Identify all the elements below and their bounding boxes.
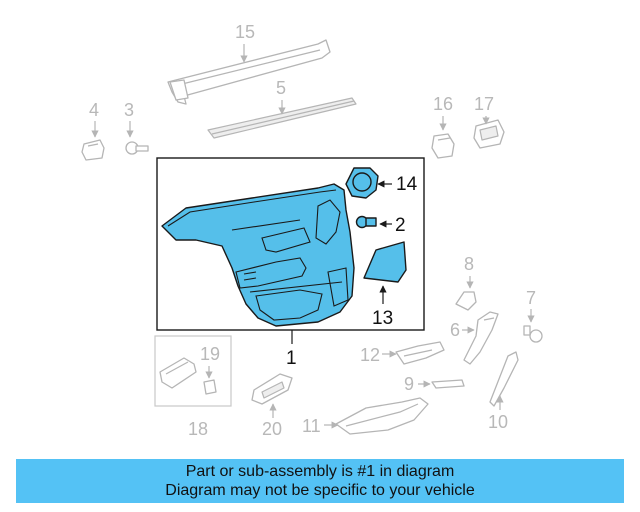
callout-8: 8	[464, 254, 474, 274]
callout-9: 9	[404, 374, 414, 394]
callout-15: 15	[235, 22, 255, 42]
callout-18: 18	[188, 419, 208, 439]
part-7-screw: 7	[523, 288, 543, 343]
callout-3: 3	[124, 100, 134, 120]
part-6-bracket: 6	[450, 311, 499, 365]
part-15-belt-molding: 15	[167, 22, 331, 105]
info-banner: Part or sub-assembly is #1 in diagram Di…	[16, 459, 624, 503]
callout-7: 7	[526, 288, 536, 308]
callout-10: 10	[488, 412, 508, 432]
callout-5: 5	[276, 78, 286, 98]
part-4-clip: 4	[81, 100, 105, 161]
part-18-switch-module: 19 18	[154, 335, 232, 439]
part-20-bezel: 20	[251, 373, 293, 439]
part-1-door-trim-panel	[161, 183, 355, 327]
part-12-pull-handle: 12	[360, 341, 445, 365]
banner-line-2: Diagram may not be specific to your vehi…	[165, 482, 475, 499]
part-14-speaker-grille: 14	[345, 167, 418, 199]
part-10-molding: 10	[488, 351, 519, 432]
parts-diagram: 15 5 4 3 16 17	[81, 22, 543, 439]
callout-17: 17	[474, 94, 494, 114]
callout-1: 1	[286, 348, 297, 369]
part-8-grommet: 8	[455, 254, 477, 311]
callout-11: 11	[302, 416, 321, 436]
part-2-fastener: 2	[355, 215, 406, 236]
callout-2: 2	[395, 215, 406, 236]
callout-20: 20	[262, 419, 282, 439]
callout-4: 4	[89, 100, 99, 120]
callout-6: 6	[450, 320, 460, 340]
callout-13: 13	[372, 308, 393, 329]
part-16-clip: 16	[431, 94, 455, 159]
part-3-screw: 3	[124, 100, 149, 155]
callout-12: 12	[360, 345, 380, 365]
part-9-insert: 9	[404, 374, 465, 394]
part-11-armrest: 11	[302, 397, 429, 436]
part-13-lens: 13	[363, 241, 407, 329]
part-17-bezel: 17	[473, 94, 505, 149]
banner-line-1: Part or sub-assembly is #1 in diagram	[185, 463, 455, 480]
callout-19: 19	[200, 344, 220, 364]
callout-14: 14	[396, 174, 418, 195]
callout-16: 16	[433, 94, 453, 114]
part-5-sealing-strip: 5	[207, 78, 357, 139]
part-1-frame	[156, 157, 425, 331]
